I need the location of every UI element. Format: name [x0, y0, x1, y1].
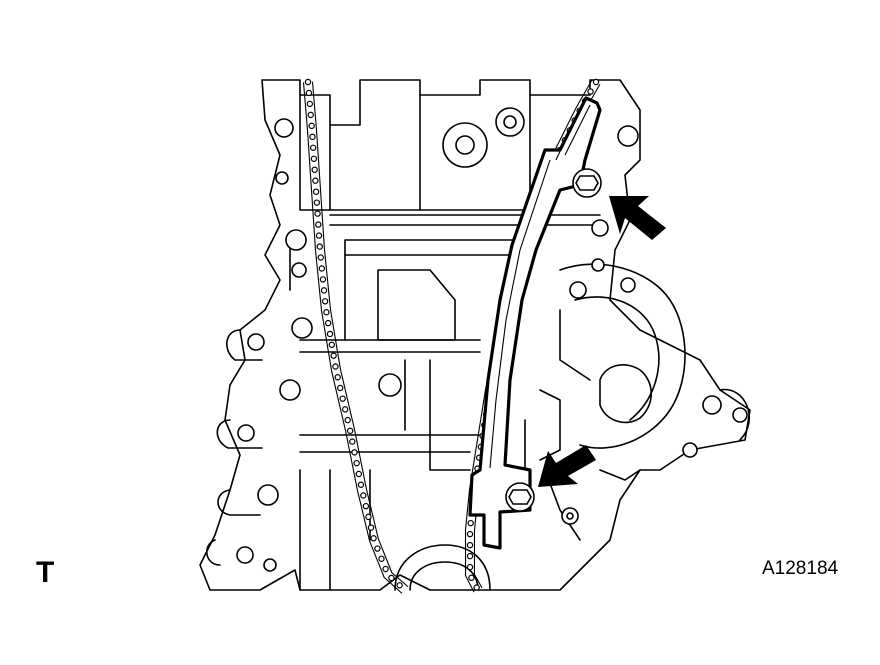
timing-chain-left-run [302, 78, 409, 594]
chain-link [318, 265, 326, 272]
chain-link [315, 221, 322, 228]
chain-link [315, 232, 323, 239]
chain-link [305, 89, 313, 97]
chain-link [309, 144, 317, 151]
lower-bolt [505, 482, 535, 512]
chain-link [312, 177, 319, 184]
chain-link [330, 352, 337, 359]
chain-link [362, 502, 370, 510]
chain-link [341, 406, 349, 413]
chain-link [353, 459, 360, 467]
chain-vibration-damper [468, 96, 602, 550]
chain-link [317, 254, 324, 261]
chain-link [349, 438, 356, 445]
chain-link [374, 545, 381, 552]
chain-link [304, 78, 312, 86]
chain-link [351, 449, 358, 456]
chain-link [370, 535, 377, 542]
figure-code: A128184 [762, 558, 839, 579]
chain-link [306, 100, 314, 108]
chain-link [346, 427, 354, 435]
chain-link [324, 319, 332, 327]
upper-bolt [572, 168, 602, 198]
chain-link [388, 574, 395, 582]
chain-link [365, 513, 372, 521]
chain-link [466, 541, 474, 549]
bolt-holes [236, 107, 748, 572]
chain-link [311, 166, 318, 173]
chain-link [382, 565, 389, 573]
chain-link [313, 199, 321, 206]
arrow-icon [538, 445, 596, 487]
chain-link [312, 188, 320, 195]
chain-link [468, 574, 475, 581]
chain-link [310, 155, 318, 162]
chain-link [316, 243, 323, 250]
chain-link [332, 363, 339, 370]
chain-link [339, 395, 346, 402]
arrow-icon [609, 196, 666, 240]
engine-block [199, 79, 751, 591]
chain-link [320, 287, 328, 294]
chain-link [592, 78, 600, 86]
chain-link [307, 111, 314, 119]
chain-link [314, 210, 321, 217]
chain-link [344, 416, 351, 424]
chain-link [319, 276, 327, 283]
chain-link [467, 519, 474, 527]
chain-link [308, 122, 315, 130]
chain-link [323, 309, 330, 316]
chain-link [309, 133, 316, 141]
chain-link [328, 341, 335, 348]
chain-link [396, 582, 403, 589]
chain-link [326, 330, 334, 338]
chain-link [378, 555, 385, 562]
chain-link [321, 298, 329, 305]
chain-link [360, 492, 367, 499]
crankshaft-sprocket [394, 544, 491, 591]
chain-link [466, 552, 474, 560]
chain-link [336, 384, 344, 392]
view-letter: T [36, 556, 55, 589]
chain-link [355, 470, 362, 478]
chain-link [357, 481, 365, 488]
chain-link [473, 584, 480, 591]
chain-link [334, 374, 341, 381]
chain-link [466, 563, 474, 571]
chain-link [587, 88, 594, 95]
chain-link [466, 530, 474, 538]
chain-link [367, 524, 375, 531]
